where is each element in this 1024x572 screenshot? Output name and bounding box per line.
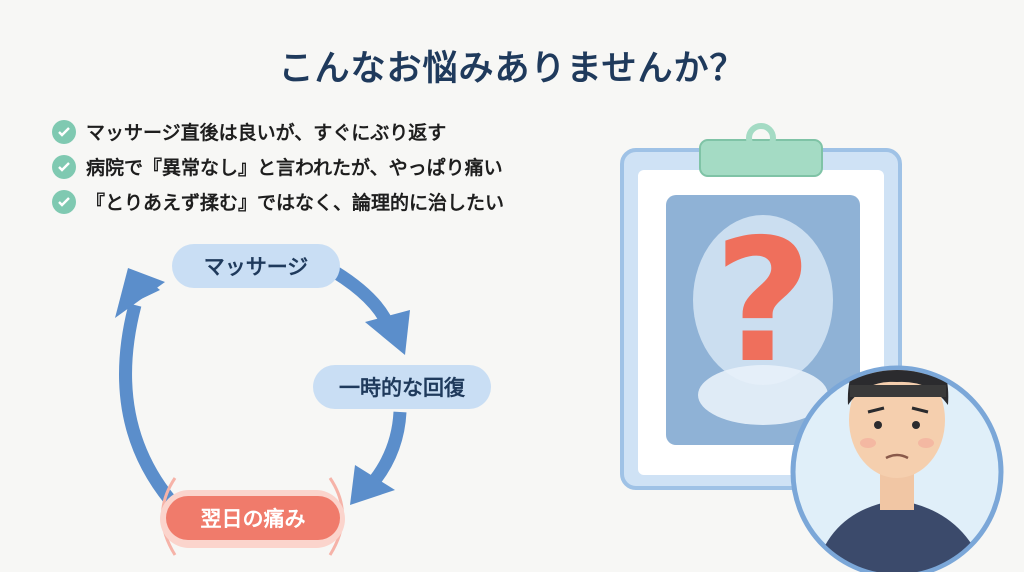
cycle-step-pain: 翌日の痛み: [166, 496, 340, 540]
concern-text: 『とりあえず揉む』ではなく、論理的に治したい: [86, 192, 505, 214]
arrowheads: [115, 268, 410, 505]
check-circle-icon: [52, 154, 76, 179]
check-circle-icon: [52, 189, 76, 214]
concern-text: 病院で『異常なし』と言われたが、やっぱり痛い: [86, 157, 503, 179]
concern-text: マッサージ直後は良いが、すぐにぶり返す: [86, 122, 447, 144]
list-item: 『とりあえず揉む』ではなく、論理的に治したい: [52, 184, 504, 219]
cycle-step-massage: マッサージ: [172, 244, 340, 288]
check-circle-icon: [52, 119, 76, 144]
list-item: マッサージ直後は良いが、すぐにぶり返す: [52, 114, 504, 149]
cycle-step-recovery: 一時的な回復: [313, 365, 491, 409]
list-item: 病院で『異常なし』と言われたが、やっぱり痛い: [52, 149, 504, 184]
page-title: こんなお悩みありませんか？: [278, 49, 746, 89]
question-mark-icon: ?: [714, 203, 813, 401]
worried-man-avatar: [790, 365, 1004, 572]
concern-list: マッサージ直後は良いが、すぐにぶり返す 病院で『異常なし』と言われたが、やっぱり…: [52, 114, 504, 219]
